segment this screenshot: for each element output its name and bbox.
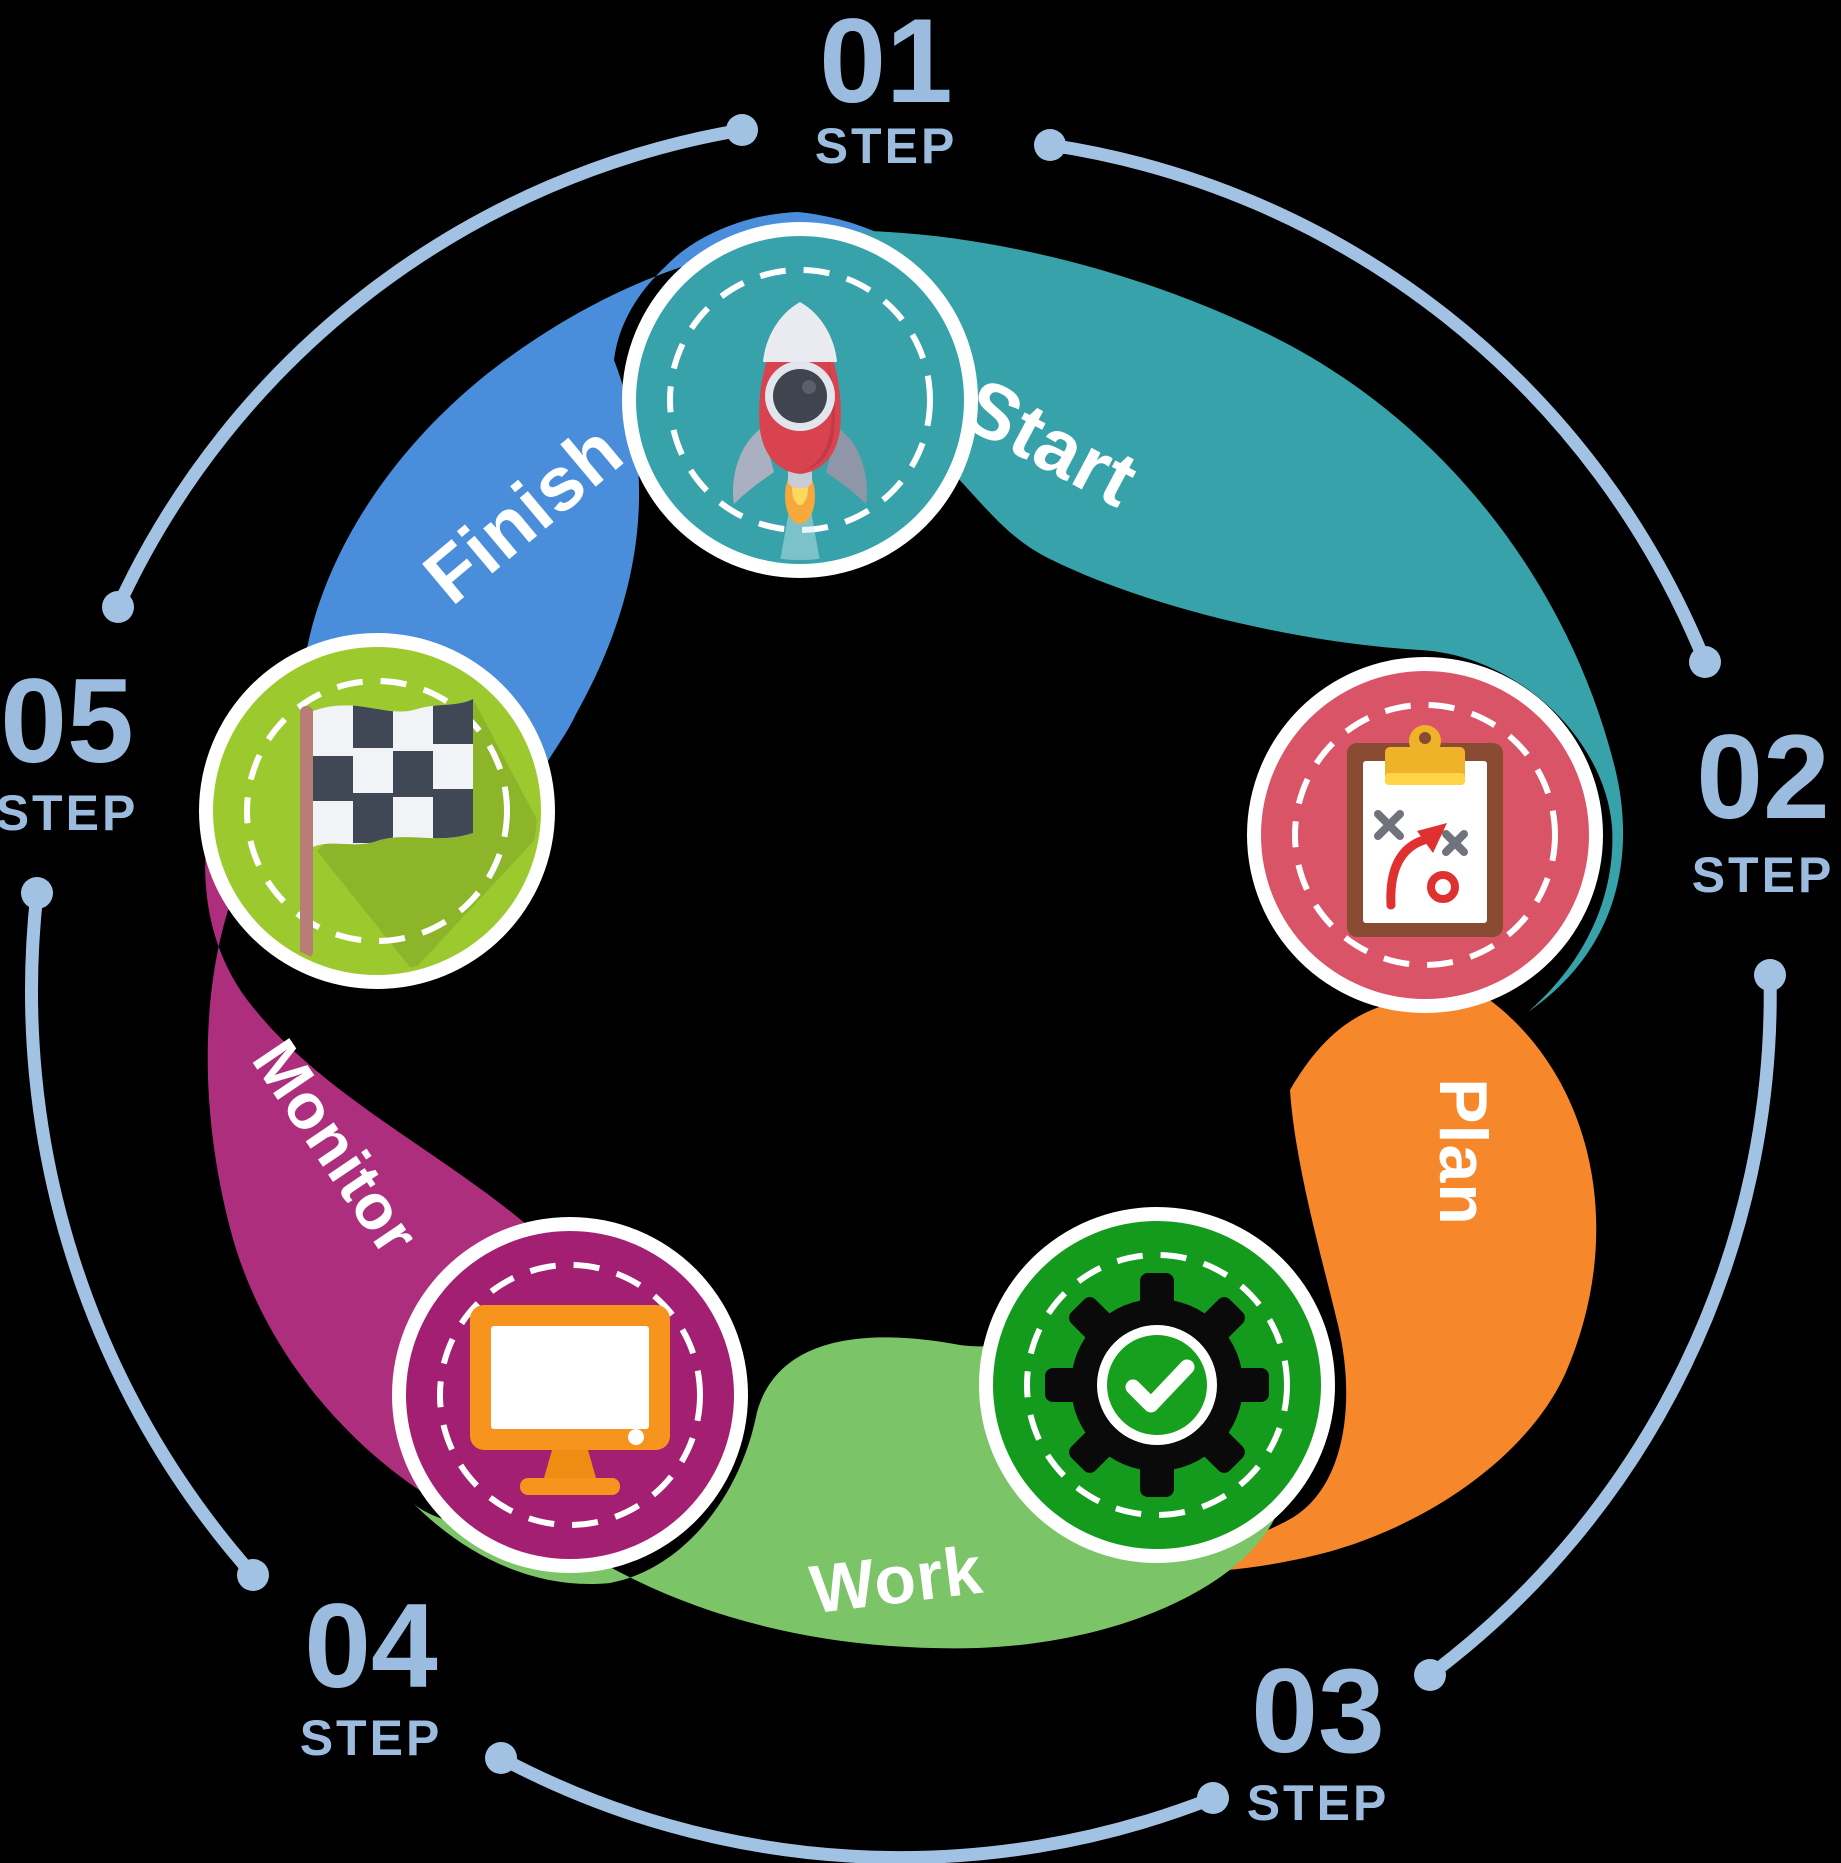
- arc-endpoint-dot: [1689, 646, 1721, 678]
- badge-dashed-circle: [244, 678, 510, 944]
- step-04-word: STEP: [300, 1710, 443, 1766]
- arc-endpoint-dot: [1754, 959, 1786, 991]
- step-01-number: 01: [819, 0, 952, 128]
- x-marks: [1374, 810, 1468, 856]
- gear-check-icon: [1045, 1273, 1269, 1497]
- step-04-number: 04: [304, 1579, 438, 1713]
- badge-dashed-circle: [437, 1262, 703, 1528]
- arc-endpoint-dots: [21, 114, 1786, 1814]
- arc-endpoint-dot: [237, 1559, 269, 1591]
- connector-arc-3-to-4: [497, 1752, 1216, 1863]
- step-02-word: STEP: [1692, 847, 1835, 903]
- step-02-number: 02: [1696, 710, 1829, 844]
- step-03-number: 03: [1251, 1644, 1384, 1778]
- step-01-word: STEP: [815, 118, 958, 174]
- badge-finish: [199, 633, 555, 989]
- rocket-icon: [733, 302, 867, 560]
- step-03-word: STEP: [1247, 1775, 1390, 1831]
- step-05-word: STEP: [0, 785, 138, 841]
- segment-plan: [1035, 995, 1597, 1573]
- arc-endpoint-dot: [485, 1742, 517, 1774]
- step-05-number: 05: [0, 654, 133, 788]
- badge-plan: [1247, 657, 1603, 1013]
- arc-endpoint-dot: [1414, 1659, 1446, 1691]
- arc-endpoint-dot: [102, 591, 134, 623]
- arc-endpoint-dot: [21, 877, 53, 909]
- strategy-clipboard-icon: [1347, 725, 1503, 937]
- badge-dashed-circle: [1024, 1252, 1290, 1518]
- connector-arc-1-to-2: [1049, 138, 1712, 665]
- outer-connector-arcs: [25, 123, 1777, 1863]
- arc-endpoint-dot: [1034, 129, 1066, 161]
- badge-monitor: [392, 1217, 748, 1573]
- badge-work: [979, 1207, 1335, 1563]
- connector-arc-2-to-3: [1426, 974, 1777, 1681]
- connector-arc-5-to-1: [112, 123, 744, 610]
- checkered-flag-icon: [300, 699, 473, 958]
- connector-arc-4-to-5: [25, 892, 258, 1580]
- arc-endpoint-dot: [1197, 1782, 1229, 1814]
- segment-label-plan: Plan: [1425, 1078, 1501, 1226]
- badge-dashed-circle: [1292, 702, 1558, 968]
- segment-finish: [299, 212, 941, 775]
- computer-monitor-icon: [470, 1305, 670, 1495]
- badge-dashed-circle: [667, 267, 933, 533]
- arc-endpoint-dot: [726, 114, 758, 146]
- step-number-labels: 01 STEP 02 STEP 03 STEP 04 STEP 05 STEP: [0, 0, 1835, 1831]
- badge-start: [622, 222, 978, 578]
